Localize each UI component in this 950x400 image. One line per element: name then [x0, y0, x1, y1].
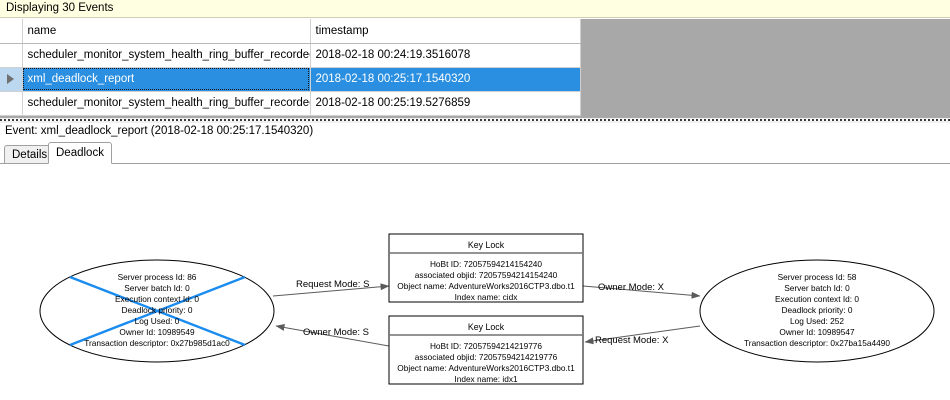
cell-timestamp[interactable]: 2018-02-18 00:24:19.3516078 [310, 43, 581, 68]
resource-node-bottom[interactable]: Key Lock HoBt ID: 72057594214219776 asso… [388, 315, 584, 385]
process-left-line-4: Log Used: 0 [135, 316, 180, 326]
process-right-line-5: Owner Id: 10989547 [779, 327, 855, 337]
edge-label-request-mode-s: Request Mode: S [296, 279, 369, 290]
resource-top-line-0: HoBt ID: 72057594214154240 [430, 259, 542, 269]
resource-bottom-line-2: Object name: AdventureWorks2016CTP3.dbo.… [397, 363, 575, 373]
event-header-text: Event: xml_deadlock_report (2018-02-18 0… [5, 125, 314, 137]
victim-cross-line [69, 275, 246, 347]
process-node-left[interactable]: Server process Id: 86 Server batch Id: 0… [39, 259, 275, 363]
resource-bottom-line-0: HoBt ID: 72057594214219776 [430, 341, 542, 351]
process-left-line-1: Server batch Id: 0 [124, 283, 190, 293]
resource-top-line-2: Object name: AdventureWorks2016CTP3.dbo.… [397, 281, 575, 291]
tab-details[interactable]: Details [4, 145, 56, 164]
event-header: Event: xml_deadlock_report (2018-02-18 0… [0, 123, 950, 142]
process-left-line-2: Execution context Id: 0 [115, 294, 199, 304]
grid-header-selector [0, 19, 23, 44]
resource-bottom-line-3: Index name: idx1 [454, 374, 518, 384]
events-grid: name timestamp scheduler_monitor_system_… [0, 19, 581, 116]
grid-header-row: name timestamp [0, 19, 581, 44]
current-row-arrow-icon [0, 68, 21, 91]
edge-label-request-mode-x: Request Mode: X [595, 335, 669, 346]
resource-bottom-title: Key Lock [468, 322, 505, 332]
tab-underline [0, 163, 950, 164]
process-right-line-3: Deadlock priority: 0 [781, 305, 852, 315]
edge-right-to-bottom: Request Mode: X [584, 325, 701, 346]
cell-timestamp[interactable]: 2018-02-18 00:25:19.5276859 [310, 91, 581, 116]
edge-label-owner-mode-s: Owner Mode: S [303, 327, 369, 338]
table-row[interactable]: scheduler_monitor_system_health_ring_buf… [0, 43, 581, 68]
deadlock-graph-canvas[interactable]: Request Mode: S Owner Mode: X Owner Mode… [0, 164, 950, 400]
process-left-line-3: Deadlock priority: 0 [121, 305, 192, 315]
cell-name[interactable]: scheduler_monitor_system_health_ring_buf… [22, 43, 311, 68]
resource-top-line-3: Index name: cidx [455, 292, 519, 302]
resource-bottom-line-1: associated objid: 72057594214219776 [415, 352, 558, 362]
process-left-line-0: Server process Id: 86 [118, 272, 197, 282]
process-right-line-6: Transaction descriptor: 0x27ba15a4490 [744, 338, 890, 348]
process-left-line-6: Transaction descriptor: 0x27b985d1ac0 [84, 338, 230, 348]
edge-label-owner-mode-x: Owner Mode: X [598, 282, 665, 293]
edge-left-to-top: Request Mode: S [272, 279, 390, 297]
tab-strip: Details Deadlock [0, 142, 950, 164]
cell-name[interactable]: scheduler_monitor_system_health_ring_buf… [22, 91, 311, 116]
panel-splitter[interactable] [0, 118, 950, 123]
grid-header-name[interactable]: name [22, 19, 311, 44]
resource-node-top[interactable]: Key Lock HoBt ID: 72057594214154240 asso… [388, 233, 584, 303]
edge-bottom-to-left: Owner Mode: S [275, 324, 390, 347]
edge-top-to-right: Owner Mode: X [582, 282, 701, 299]
cell-name[interactable]: xml_deadlock_report [22, 67, 311, 92]
process-right-line-4: Log Used: 252 [790, 316, 844, 326]
process-right-line-0: Server process Id: 58 [778, 272, 857, 282]
status-bar: Displaying 30 Events [0, 0, 950, 18]
row-selector[interactable] [0, 91, 23, 116]
tab-deadlock[interactable]: Deadlock [48, 142, 112, 164]
row-selector[interactable] [0, 43, 23, 68]
process-node-right[interactable]: Server process Id: 58 Server batch Id: 0… [699, 259, 935, 363]
cell-timestamp[interactable]: 2018-02-18 00:25:17.1540320 [310, 67, 581, 92]
table-row[interactable]: scheduler_monitor_system_health_ring_buf… [0, 91, 581, 116]
events-grid-panel: name timestamp scheduler_monitor_system_… [0, 19, 950, 118]
process-right-line-2: Execution context Id: 0 [775, 294, 859, 304]
resource-top-title: Key Lock [468, 240, 505, 250]
resource-top-line-1: associated objid: 72057594214154240 [415, 270, 558, 280]
process-left-line-5: Owner Id: 10989549 [119, 327, 195, 337]
process-right-line-1: Server batch Id: 0 [784, 283, 850, 293]
row-selector-current[interactable] [0, 67, 23, 92]
status-bar-text: Displaying 30 Events [6, 2, 114, 14]
grid-header-timestamp[interactable]: timestamp [310, 19, 581, 44]
table-row-selected[interactable]: xml_deadlock_report 2018-02-18 00:25:17.… [0, 67, 581, 92]
